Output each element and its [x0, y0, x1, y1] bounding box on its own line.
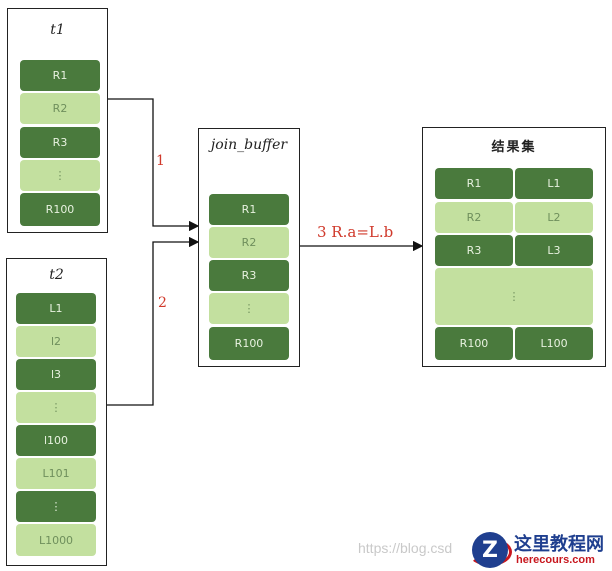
- t1-row: R3: [20, 127, 100, 158]
- result-row-left: R1: [435, 168, 513, 199]
- table-t2-box: t2 L1 l2 l3 ⋮ l100 L101 ⋮ L1000: [6, 258, 107, 566]
- t1-row: R1: [20, 60, 100, 91]
- t2-row: L1000: [16, 524, 96, 556]
- t2-row: L1: [16, 293, 96, 324]
- t2-row: L101: [16, 458, 96, 489]
- join-buffer-row: R1: [209, 194, 289, 225]
- join-buffer-row-ellipsis: ⋮: [209, 293, 289, 324]
- result-row-left: R3: [435, 235, 513, 266]
- t2-row: l100: [16, 425, 96, 456]
- site-logo[interactable]: Z 这里教程网 herecours.com: [468, 528, 612, 571]
- result-row-left: R2: [435, 202, 513, 233]
- arrow-2-line: [107, 236, 200, 406]
- t1-row: R2: [20, 93, 100, 124]
- join-buffer-box: join_buffer R1 R2 R3 ⋮ R100: [198, 128, 300, 367]
- watermark-text: https://blog.csd: [358, 540, 453, 556]
- result-row-left: R100: [435, 327, 513, 360]
- join-buffer-row: R100: [209, 327, 289, 360]
- logo-icon: Z: [472, 532, 508, 568]
- table-t2-title: t2: [49, 267, 64, 283]
- logo-url: herecours.com: [516, 554, 595, 566]
- table-t1-title: t1: [50, 22, 65, 38]
- t2-row-ellipsis: ⋮: [16, 491, 96, 522]
- result-set-box: 结果集 R1 L1 R2 L2 R3 L3 ⋮ R100 L100: [422, 127, 606, 367]
- arrow-2-label: 2: [158, 295, 167, 311]
- result-set-title: 结果集: [491, 140, 537, 155]
- join-buffer-row: R3: [209, 260, 289, 291]
- arrow-1-line: [107, 98, 200, 232]
- arrow-3-label: 3 R.a=L.b: [317, 223, 394, 241]
- t1-row: R100: [20, 193, 100, 226]
- result-row-right: L1: [515, 168, 593, 199]
- result-row-right: L3: [515, 235, 593, 266]
- logo-name: 这里教程网: [514, 534, 604, 555]
- join-buffer-row: R2: [209, 227, 289, 258]
- join-buffer-title: join_buffer: [210, 137, 288, 153]
- arrow-1-label: 1: [156, 153, 165, 169]
- result-row-right: L2: [515, 202, 593, 233]
- t1-row-ellipsis: ⋮: [20, 160, 100, 191]
- result-row-right: L100: [515, 327, 593, 360]
- t2-row: l2: [16, 326, 96, 357]
- t2-row: l3: [16, 359, 96, 390]
- result-row-ellipsis: ⋮: [435, 268, 593, 325]
- table-t1-box: t1 R1 R2 R3 ⋮ R100: [7, 8, 108, 233]
- t2-row-ellipsis: ⋮: [16, 392, 96, 423]
